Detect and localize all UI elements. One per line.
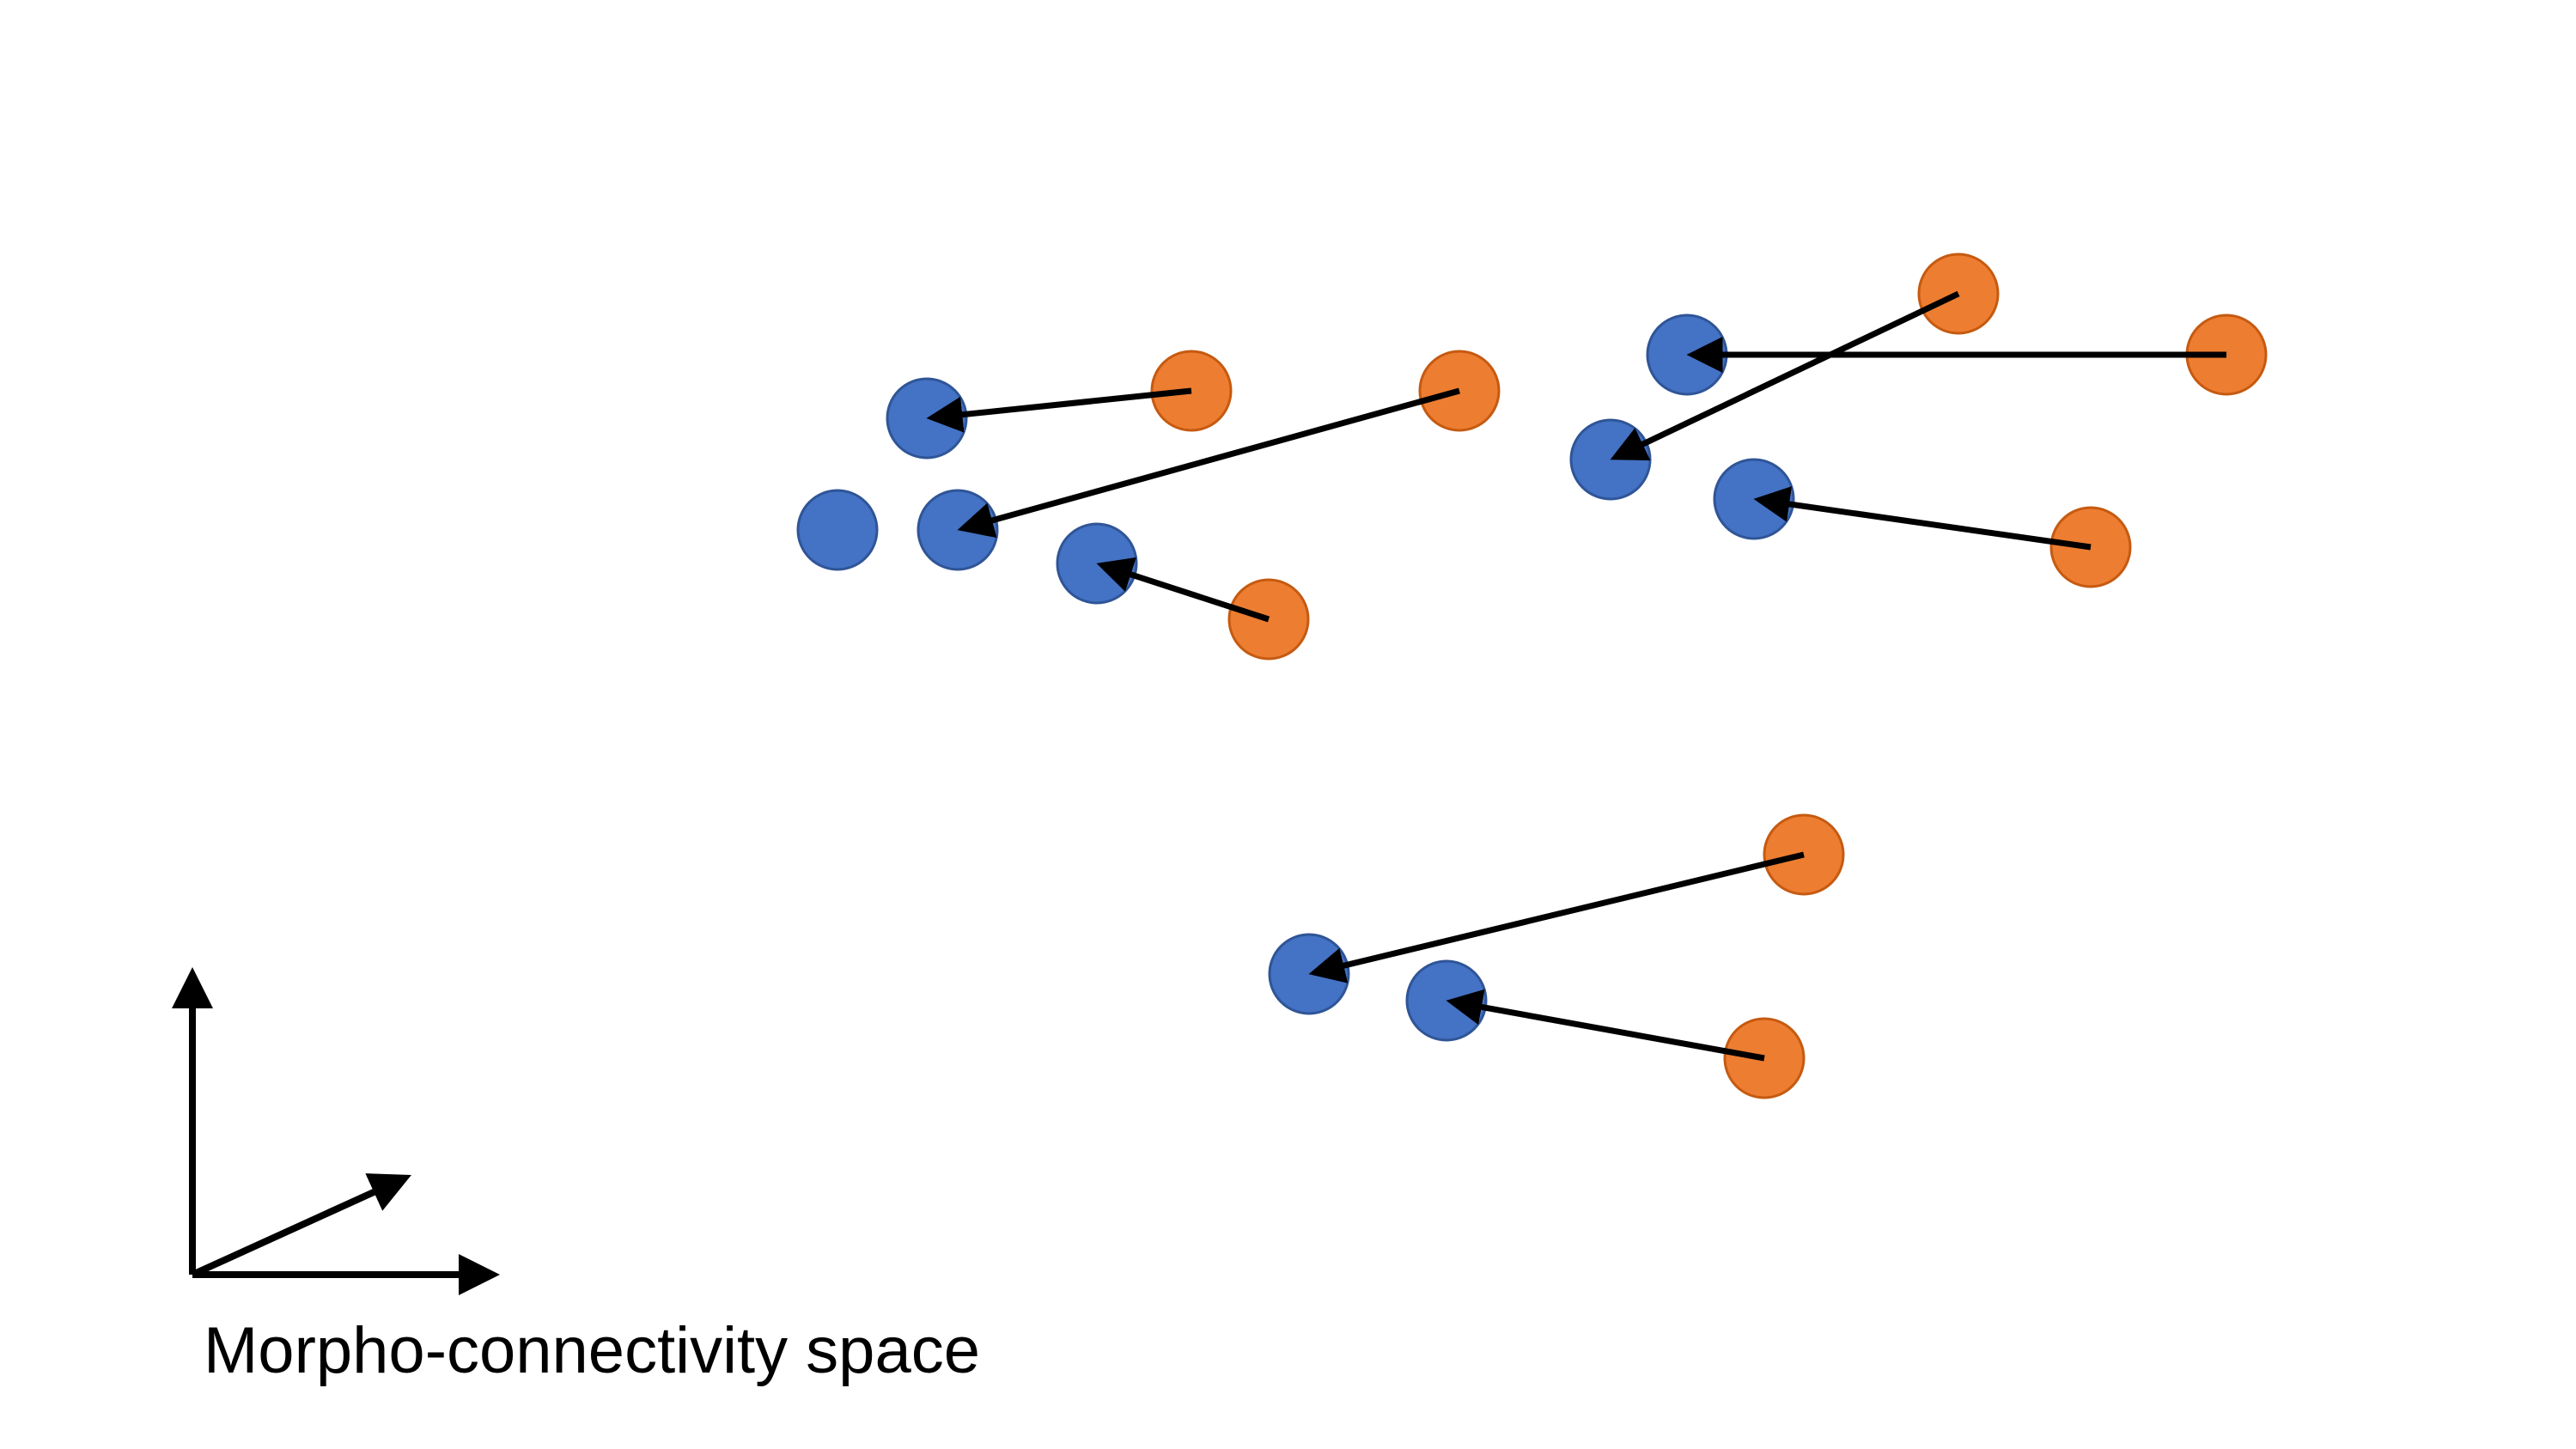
blue-node: [1569, 418, 1652, 501]
transition-arrow: [1446, 989, 1765, 1062]
transition-arrow: [957, 387, 1460, 539]
transition-arrow: [1610, 290, 1960, 461]
node-layer: [796, 253, 2268, 1099]
blue-node: [796, 489, 879, 571]
blue-node: [1268, 933, 1350, 1015]
space-caption: Morpho-connectivity space: [204, 1314, 980, 1387]
transition-arrow: [1096, 557, 1270, 623]
depth-axis: [191, 1173, 411, 1278]
blue-node: [917, 489, 999, 571]
blue-node: [1405, 959, 1488, 1042]
blue-node: [1713, 458, 1795, 540]
transition-arrow: [926, 387, 1192, 433]
transition-arrow: [1308, 851, 1805, 983]
transition-arrow: [1753, 486, 2092, 551]
blue-node: [1056, 522, 1138, 605]
arrow-layer: [926, 290, 2226, 1062]
3d-axes-icon: [172, 967, 500, 1295]
